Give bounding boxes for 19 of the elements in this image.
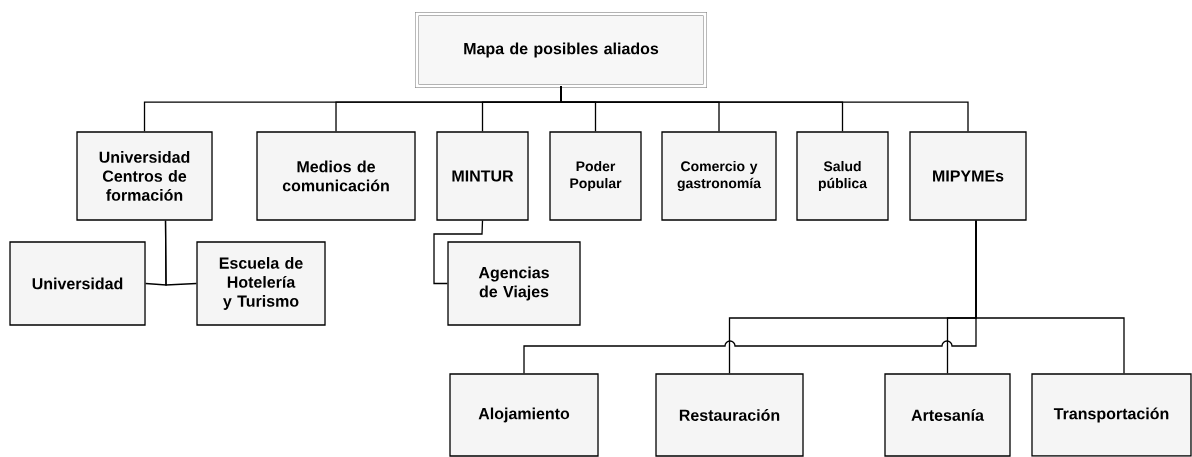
org-box: Agencias de Viajes	[447, 241, 581, 326]
org-box: Escuela de Hotelería y Turismo	[196, 241, 326, 326]
title-box: Mapa de posibles aliados	[415, 12, 707, 88]
org-box: Comercio y gastronomía	[661, 131, 777, 221]
connector-line	[433, 220, 484, 285]
org-box: Medios de comunicación	[256, 131, 416, 221]
org-box: Restauración	[655, 373, 804, 457]
connector-line	[560, 85, 969, 132]
org-box: Universidad	[9, 241, 146, 326]
connector-line	[975, 220, 1125, 374]
org-box: Salud pública	[796, 131, 889, 221]
org-box: Artesanía	[884, 373, 1011, 457]
org-box: MINTUR	[436, 131, 529, 221]
org-box: Poder Popular	[549, 131, 642, 221]
org-box: Alojamiento	[449, 373, 599, 457]
org-box: Universidad Centros de formación	[76, 131, 213, 221]
org-box: Transportación	[1031, 373, 1192, 457]
org-box: MIPYMEs	[909, 131, 1027, 221]
connector-line	[164, 220, 197, 286]
